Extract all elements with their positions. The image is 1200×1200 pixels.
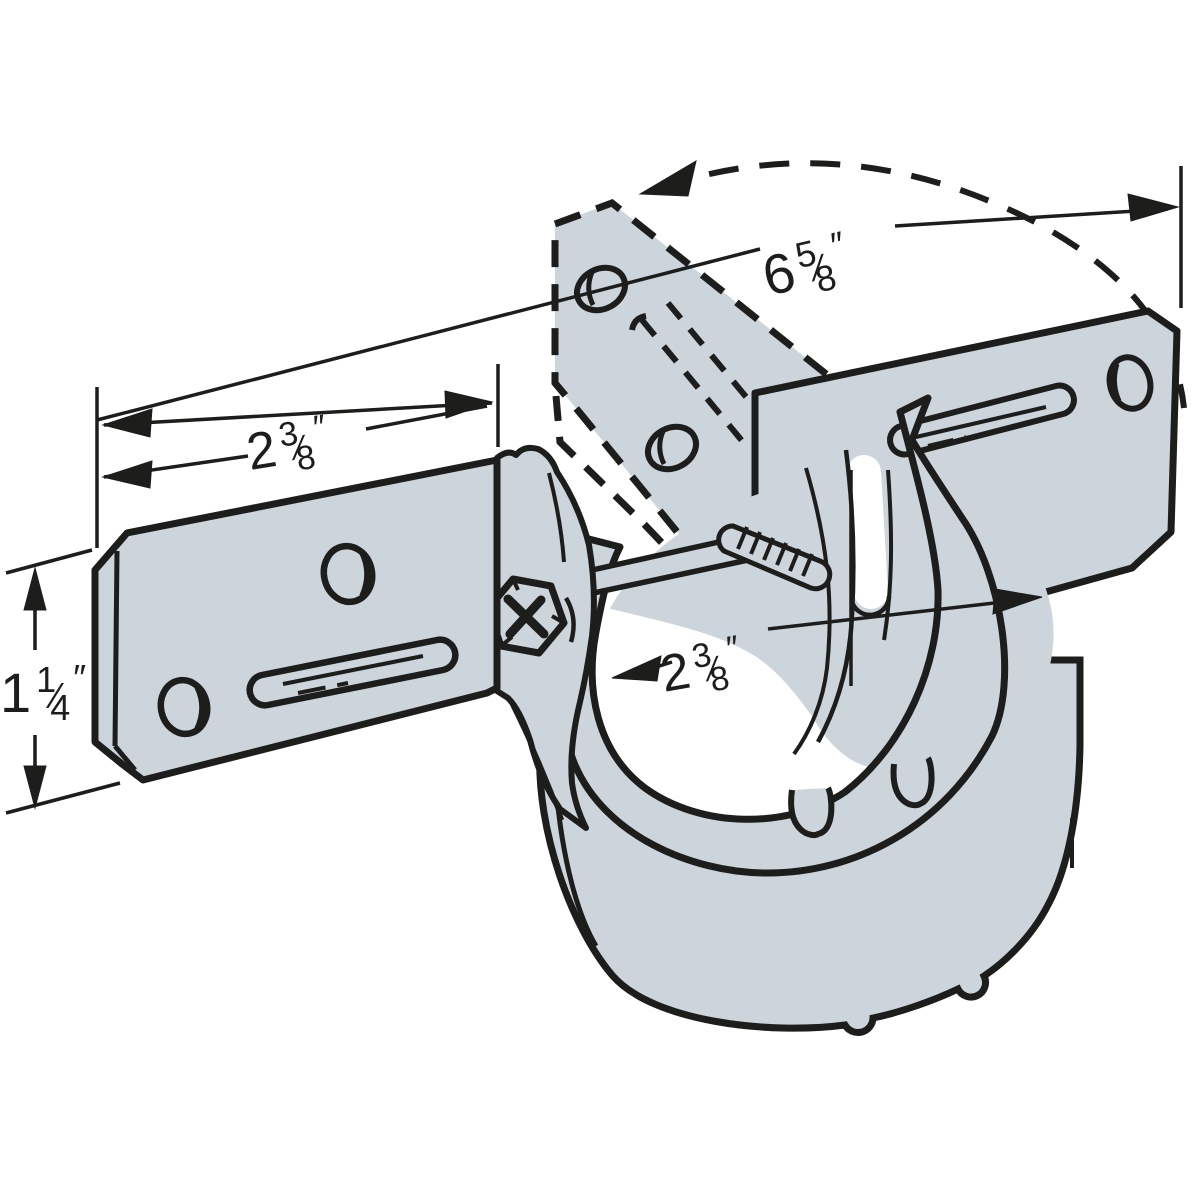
- rod-thread-lines: [736, 526, 814, 577]
- dim-plate-width-line-a: [103, 401, 493, 427]
- inner-wall-curve-3: [882, 469, 894, 641]
- dim-plate-height-tick-top: [5, 548, 93, 575]
- left-plate-edge-band-line: [112, 550, 120, 747]
- left-plate-hole-top-depth: [359, 551, 370, 598]
- phantom-slot-line-1: [639, 318, 751, 450]
- right-plate-slot-dash: [927, 435, 967, 448]
- left-plate-slot: [246, 636, 459, 709]
- phillips-cross-icon: [503, 594, 549, 639]
- dim-plate-width-arrow-a-left: [101, 408, 153, 438]
- left-plate-band-chamfer: [113, 744, 137, 772]
- pipe-opening-white: [583, 602, 878, 823]
- left-flange-ear-line: [507, 698, 565, 821]
- hex-facet: [499, 578, 566, 648]
- left-plate-face: [91, 456, 501, 784]
- left-plate-slot-inner-line: [282, 654, 424, 686]
- clamp-tab-1: [788, 786, 835, 838]
- inner-wall-cap: [849, 595, 892, 618]
- phantom-slot-hook: [629, 313, 647, 331]
- dim-overall-label: 65⁄8″: [756, 223, 857, 312]
- dim-post-arrow-right: [992, 588, 1043, 615]
- hex-bolt-head: [484, 575, 576, 657]
- phantom-hole-bottom: [645, 423, 699, 473]
- dim-post-arrow-left: [611, 655, 662, 682]
- clamp-ring-band: [556, 394, 1009, 877]
- left-flange-crease: [547, 472, 566, 563]
- inner-wall-highlight: [847, 455, 888, 609]
- dim-plate-height-arrow-up: [23, 566, 47, 611]
- hex-washer-arc: [564, 596, 576, 643]
- inner-wall-curve-2: [792, 467, 832, 756]
- dim-post-line-right: [767, 598, 1021, 631]
- right-plate-hole: [1106, 354, 1154, 412]
- phantom-slot-line-2: [665, 301, 775, 430]
- dim-plate-height-tick-bottom: [5, 781, 121, 815]
- phantom-hole-top-depth: [586, 271, 596, 307]
- dim-plate-width-line-b2: [365, 404, 488, 431]
- left-plate-hole-bottom: [157, 676, 211, 738]
- dim-overall-line-right: [894, 207, 1169, 228]
- left-plate-slot-dash: [297, 681, 349, 695]
- dim-overall-arrowhead: [1127, 193, 1180, 222]
- carriage-bolt-rod: [553, 523, 833, 604]
- rod-threaded-section: [716, 523, 833, 592]
- left-wing-plate: [91, 456, 501, 784]
- clamp-tab-2: [890, 756, 935, 809]
- dim-plate-height-arrow-down: [23, 765, 47, 810]
- left-plate-hole-bottom-depth: [194, 685, 205, 731]
- phantom-hole-top: [574, 264, 628, 314]
- phantom-hole-bottom-depth: [657, 430, 667, 466]
- dim-plate-width-arrow-b-left: [101, 460, 153, 489]
- dim-overall-line-left: [96, 247, 761, 422]
- swivel-arc-arrowhead: [638, 159, 697, 197]
- dim-plate-width-label: 23⁄8″: [242, 408, 334, 486]
- right-plate-hole-depth: [1111, 363, 1122, 403]
- phantom-plate-edge-band: [552, 395, 801, 689]
- right-plate-slot-inner-line: [915, 405, 1047, 439]
- clamp-ring: [556, 394, 1009, 877]
- left-plate-hole-top: [320, 542, 376, 606]
